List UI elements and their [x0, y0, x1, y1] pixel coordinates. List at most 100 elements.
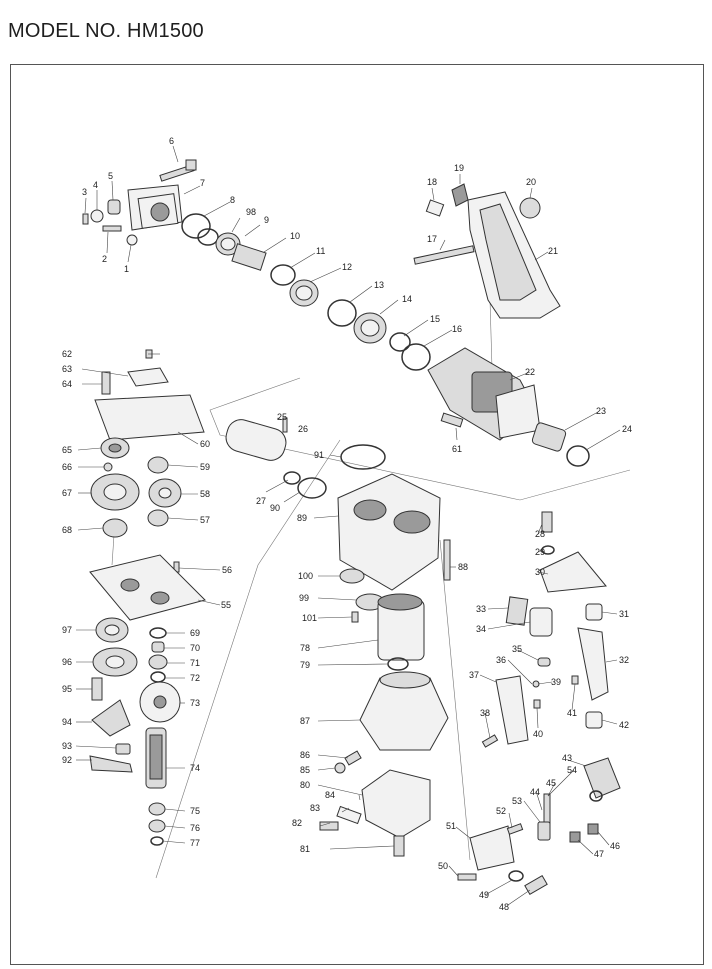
- part-label: 89: [297, 513, 307, 523]
- part-label: 25: [277, 412, 287, 422]
- part-label: 10: [290, 231, 300, 241]
- part-label: 33: [476, 604, 486, 614]
- part-label: 95: [62, 684, 72, 694]
- diagram-frame: [10, 64, 704, 965]
- part-label: 62: [62, 349, 72, 359]
- part-label: 22: [525, 367, 535, 377]
- part-label: 26: [298, 424, 308, 434]
- part-label: 3: [82, 187, 87, 197]
- part-label: 51: [446, 821, 456, 831]
- part-label: 38: [480, 708, 490, 718]
- part-label: 47: [594, 849, 604, 859]
- part-label: 54: [567, 765, 577, 775]
- part-label: 71: [190, 658, 200, 668]
- part-label: 60: [200, 439, 210, 449]
- part-label: 79: [300, 660, 310, 670]
- part-label: 76: [190, 823, 200, 833]
- part-label: 81: [300, 844, 310, 854]
- part-label: 101: [302, 613, 317, 623]
- part-label: 23: [596, 406, 606, 416]
- part-label: 75: [190, 806, 200, 816]
- part-label: 42: [619, 720, 629, 730]
- part-label: 100: [298, 571, 313, 581]
- part-label: 82: [292, 818, 302, 828]
- part-label: 29: [535, 547, 545, 557]
- guide-lines: [111, 299, 631, 879]
- handle-group: [457, 511, 621, 896]
- part-label: 87: [300, 716, 310, 726]
- part-label: 4: [93, 180, 98, 190]
- part-label: 45: [546, 778, 556, 788]
- part-label: 69: [190, 628, 200, 638]
- part-label: 44: [530, 787, 540, 797]
- part-label: 30: [535, 567, 545, 577]
- part-label: 15: [430, 314, 440, 324]
- part-label: 17: [427, 234, 437, 244]
- part-label: 18: [427, 177, 437, 187]
- crank-housing: [225, 417, 441, 591]
- part-label: 83: [310, 803, 320, 813]
- armature-assembly: [89, 617, 181, 846]
- part-label: 12: [342, 262, 352, 272]
- part-label: 24: [622, 424, 632, 434]
- part-label: 67: [62, 488, 72, 498]
- part-label: 13: [374, 280, 384, 290]
- part-label: 31: [619, 609, 629, 619]
- part-label: 65: [62, 445, 72, 455]
- part-label: 11: [316, 246, 325, 256]
- part-label: 55: [221, 600, 231, 610]
- part-label: 86: [300, 750, 310, 760]
- part-label: 36: [496, 655, 506, 665]
- part-label: 53: [512, 796, 522, 806]
- part-label: 6: [169, 136, 174, 146]
- barrel-assembly: [82, 159, 431, 371]
- part-label: 59: [200, 462, 210, 472]
- part-label: 61: [452, 444, 462, 454]
- part-label: 2: [102, 254, 107, 264]
- part-label: 94: [62, 717, 72, 727]
- part-label: 99: [299, 593, 309, 603]
- part-label: 43: [562, 753, 572, 763]
- part-label: 8: [230, 195, 235, 205]
- part-label: 74: [190, 763, 200, 773]
- leader-lines: [75, 145, 621, 906]
- gear-assembly: [89, 349, 206, 621]
- part-label: 92: [62, 755, 72, 765]
- part-label: 28: [535, 529, 545, 539]
- part-label: 40: [533, 729, 543, 739]
- part-label: 5: [108, 171, 113, 181]
- part-label: 37: [469, 670, 479, 680]
- part-label: 27: [256, 496, 266, 506]
- part-label: 64: [62, 379, 72, 389]
- part-label: 9: [264, 215, 269, 225]
- part-label: 41: [567, 708, 577, 718]
- part-label: 1: [124, 264, 129, 274]
- part-label: 68: [62, 525, 72, 535]
- part-label: 91: [314, 450, 324, 460]
- part-label: 48: [499, 902, 509, 912]
- part-label: 56: [222, 565, 232, 575]
- part-label: 77: [190, 838, 200, 848]
- part-label: 84: [325, 790, 335, 800]
- part-label: 73: [190, 698, 200, 708]
- part-label: 78: [300, 643, 310, 653]
- barrel: [427, 347, 590, 467]
- part-label: 98: [246, 207, 256, 217]
- motor-assembly: [319, 539, 451, 857]
- part-labels: 1 2 3 4 5 6 7 8 9 10 11 12 13 14 15 16 1…: [62, 136, 632, 912]
- part-label: 97: [62, 625, 72, 635]
- part-label: 72: [190, 673, 200, 683]
- part-label: 80: [300, 780, 310, 790]
- part-label: 52: [496, 806, 506, 816]
- part-label: 93: [62, 741, 72, 751]
- part-label: 58: [200, 489, 210, 499]
- part-label: 96: [62, 657, 72, 667]
- part-label: 46: [610, 841, 620, 851]
- part-label: 66: [62, 462, 72, 472]
- part-label: 16: [452, 324, 462, 334]
- part-label: 50: [438, 861, 448, 871]
- part-label: 63: [62, 364, 72, 374]
- part-label: 90: [270, 503, 280, 513]
- part-label: 57: [200, 515, 210, 525]
- part-label: 49: [479, 890, 489, 900]
